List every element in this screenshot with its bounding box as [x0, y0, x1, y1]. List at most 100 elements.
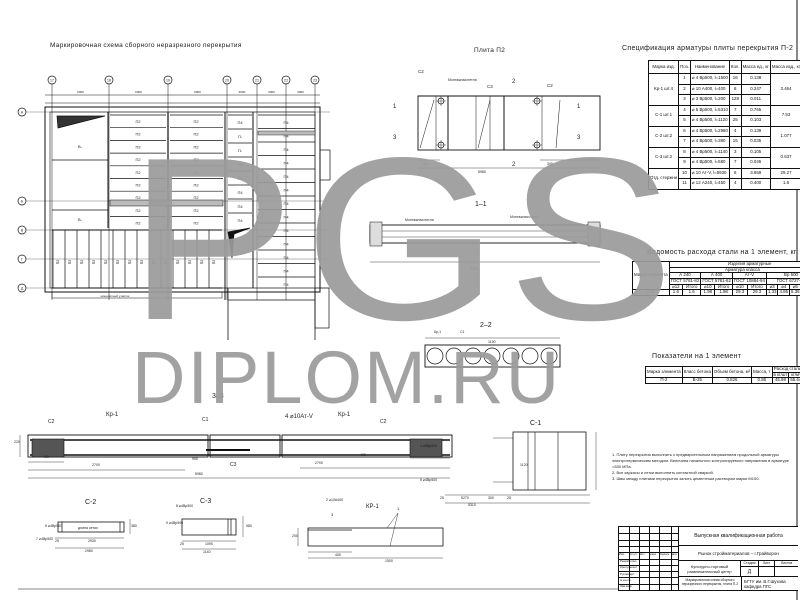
stair-hatch	[56, 115, 106, 129]
beam-dim-b: 2700	[92, 463, 100, 467]
beam-c2-right: С2	[380, 419, 387, 425]
kr1-pos2: 2 ⌀10А400	[326, 498, 343, 502]
c1-title: С-1	[530, 420, 541, 427]
spec-total-cell: 3.464	[769, 73, 800, 106]
c3-dim-a: 25	[180, 542, 184, 546]
plate-label: П2	[193, 132, 199, 137]
signature-role: Разработал	[620, 559, 637, 563]
plate-label-vertical: П2	[104, 260, 108, 265]
hollow-void	[426, 347, 444, 365]
plate-label-col1: В-	[78, 217, 83, 222]
dimension-top: 3000	[297, 90, 304, 94]
spec-mass-cell: 0.138	[740, 73, 771, 85]
notes: 1. Плиту перекрытия выполнить с предвари…	[612, 452, 797, 482]
hollow-void	[464, 347, 482, 365]
spec-qty-cell: 4	[728, 125, 742, 137]
c3-dim-h: 580	[246, 524, 252, 528]
beam-dim-total: 5980	[195, 472, 203, 476]
spec-mass-cell: 0.105	[740, 146, 771, 158]
plate-c2-right-label: С2	[547, 83, 553, 88]
kr1-pos3: 3	[331, 512, 334, 517]
steel-mark-cell: П-2	[632, 289, 670, 296]
spec-name-cell: ⌀ 12 А240, l=450	[689, 178, 730, 190]
spec-pos-cell: 2	[678, 83, 691, 95]
organization: БГТУ им. В.Г.Шухова кафедра ПГС	[741, 577, 798, 590]
beam-kr1-right: Кр-1	[338, 412, 351, 418]
spec-qty-cell: 15	[728, 136, 742, 148]
mesh-c3-drawing	[181, 518, 237, 536]
note-1: 1. Плиту перекрытия выполнить с предвари…	[612, 452, 790, 469]
sheet-value	[759, 567, 775, 577]
indicators-value-cell: 0.86	[751, 377, 773, 384]
signature-column-header: №док	[649, 552, 656, 556]
plate-label: П2	[193, 157, 199, 162]
axis-label-top: 19	[166, 79, 170, 83]
axis-label-top: 17	[50, 79, 54, 83]
section-1-1-body	[369, 224, 601, 244]
c1-dim-total: 5310	[468, 503, 476, 507]
spec-title: Спецификация арматуры плиты перекрытия П…	[622, 45, 794, 52]
c2-dim-h: 380	[131, 524, 137, 528]
steel-title: Ведомость расхода стали на 1 элемент, кг	[647, 249, 797, 256]
plate-label: П2	[135, 208, 141, 213]
plate-label-vertical: П2	[152, 260, 156, 265]
monolithic-beam	[51, 291, 223, 299]
spec-name-cell: ⌀ 4 Вр500, l=1140	[689, 146, 730, 158]
beam-segment	[281, 434, 453, 458]
plate-label: П4	[237, 162, 243, 167]
axis-label-left: Б	[21, 200, 24, 204]
plate-label-vertical: П2	[200, 260, 204, 265]
stage-value: Д	[741, 567, 759, 577]
spec-mark-cell: С-3 шт.2	[647, 146, 680, 169]
steel-value-cell: 29.3	[746, 289, 767, 296]
project-name: Рынок стройматериалов – г.Грайворон	[679, 546, 798, 561]
indicators-title: Показатели на 1 элемент	[652, 353, 742, 360]
mesh-diagonal	[419, 99, 435, 149]
monolithic-strip	[109, 199, 224, 207]
mesh-diagonal	[477, 99, 491, 149]
steel-value-cell: 1.6	[681, 289, 702, 296]
c1-dim-d: 25	[507, 496, 511, 500]
section-1-1-title: 1–1	[475, 201, 487, 208]
indicators-header-cell: Марка элемента	[645, 365, 683, 379]
frame-kr1	[307, 527, 444, 547]
kr1-dim-total: 1500	[385, 559, 393, 563]
indicators-header-cell: Объем бетона, м³	[711, 365, 753, 379]
spec-pos-cell: 4	[678, 104, 691, 116]
cut-mark-3-left: 3	[393, 135, 397, 141]
cut-mark-2-top: 2	[512, 79, 516, 85]
spec-header-cell: Масса ед., кг	[740, 60, 771, 74]
spec-header-cell: Кол.	[728, 60, 742, 74]
drawing-linework	[17, 0, 798, 600]
plate-label: П4	[283, 134, 289, 139]
beam-dim-e: 400	[360, 453, 366, 457]
cut-mark-3-right: 3	[577, 135, 581, 141]
spec-mass-cell: 0.247	[740, 83, 771, 95]
spec-pos-cell: 6	[678, 125, 691, 137]
dimension-top: 3000	[239, 90, 246, 94]
beam-segment	[27, 434, 209, 458]
plate-label: П4	[283, 161, 289, 166]
c2-dim-b: 2930	[88, 539, 96, 543]
steel-value-cell: 5.36	[789, 289, 800, 296]
section-2-2-dim: 1190	[488, 340, 496, 344]
spec-qty-cell: 3	[728, 146, 742, 158]
cut-mark-1-left: 1	[393, 104, 397, 110]
signature-grid-line	[671, 527, 672, 590]
plate-label: П4	[283, 255, 289, 260]
indicators-value-cell: В-25	[681, 377, 713, 384]
c3-dim-b: 1090	[205, 542, 213, 546]
c3-pos8: 8 ⌀4Вр500	[176, 504, 193, 508]
cut-mark-1-right: 1	[577, 104, 581, 110]
spec-name-cell: ⌀ 10 Ат-V, l=5930	[689, 167, 730, 179]
plate-label: П4	[237, 204, 243, 209]
steel-value-cell: 1.98	[700, 289, 716, 296]
